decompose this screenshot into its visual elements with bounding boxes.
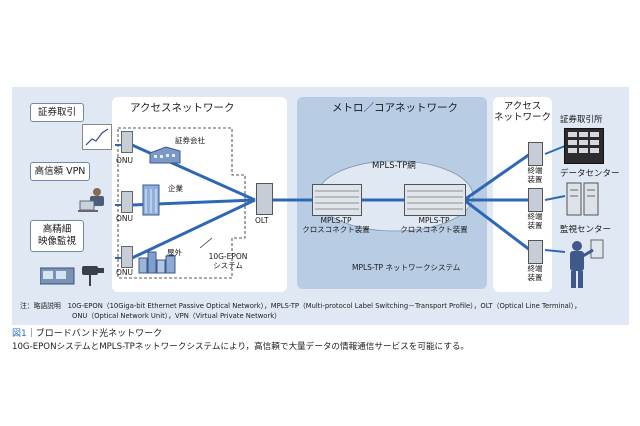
mpls-net-label: MPLS-TP網 (372, 161, 416, 171)
outdoor-label: 屋外 (167, 248, 182, 257)
mpls-xc2-line-1: MPLS-TP (418, 216, 450, 225)
datacenter-label: データセンター (560, 169, 620, 179)
terminal-label-1: 終端 装置 (524, 166, 546, 184)
service-securities-box: 証券取引 (30, 103, 84, 122)
mpls-xc1-line-2: クロスコネクト装置 (302, 225, 370, 234)
service-video-label-2: 映像監視 (37, 236, 76, 247)
right-access-title-2: ネットワーク (493, 112, 551, 123)
terminal-2-line-2: 装置 (527, 221, 543, 230)
server-rack-icon (566, 182, 600, 216)
terminal-device-3 (528, 240, 543, 264)
terminal-device-2 (528, 188, 543, 212)
terminal-label-2: 終端 装置 (524, 212, 546, 230)
metro-core-title: メトロ／コアネットワーク (332, 102, 458, 114)
mpls-xc2-line-2: クロスコネクト装置 (400, 225, 468, 234)
figure-title: ｜ブロードバンド光ネットワーク (26, 329, 163, 339)
surveillance-label: 監視センター (560, 225, 612, 235)
figure-caption: 図1｜ブロードバンド光ネットワーク (12, 328, 162, 340)
laptop-user-icon (78, 186, 108, 214)
service-vpn-box: 高信頼 VPN (30, 162, 90, 181)
mpls-xc-label-2: MPLS-TP クロスコネクト装置 (398, 216, 470, 234)
epon-label-1: 10G-EPON (208, 252, 248, 261)
surveillance-staff-icon (563, 238, 605, 290)
epon-label-2: システム (213, 261, 243, 270)
terminal-1-line-2: 装置 (527, 175, 543, 184)
service-video-label-1: 高精細 (42, 224, 72, 235)
mpls-xc-device-2 (404, 184, 466, 216)
service-vpn-label: 高信頼 VPN (34, 165, 86, 177)
onu-device-1 (121, 131, 133, 153)
onu-label-3: ONU (116, 268, 134, 277)
stock-board-icon (564, 128, 604, 164)
company-building-icon (141, 183, 161, 216)
olt-device (256, 183, 273, 215)
company-label: 企業 (168, 184, 183, 193)
mpls-xc-device-1 (312, 184, 362, 216)
mpls-xc-label-1: MPLS-TP クロスコネクト装置 (300, 216, 372, 234)
service-securities-label: 証券取引 (37, 106, 76, 118)
terminal-3-line-1: 終端 (527, 264, 543, 273)
abbreviation-note-line-1: 注：略語説明 10G-EPON（10Giga-bit Ethernet Pass… (20, 302, 581, 310)
olt-label: OLT (255, 216, 269, 225)
stock-chart-icon (82, 124, 112, 150)
figure-number: 図1 (12, 329, 27, 339)
service-video-box: 高精細 映像監視 (30, 220, 84, 252)
right-access-title-1: アクセス (503, 101, 542, 112)
access-network-title: アクセスネットワーク (130, 102, 235, 114)
mpls-xc1-line-1: MPLS-TP (320, 216, 352, 225)
onu-device-2 (121, 191, 133, 213)
outdoor-city-icon (137, 248, 177, 274)
terminal-1-line-1: 終端 (527, 166, 543, 175)
terminal-2-line-1: 終端 (527, 212, 543, 221)
terminal-label-3: 終端 装置 (524, 264, 546, 282)
exchange-label: 証券取引所 (560, 115, 603, 125)
right-access-title: アクセス ネットワーク (493, 101, 552, 123)
securities-building-icon (148, 143, 182, 165)
abbreviation-note-line-2: ONU（Optical Network Unit），VPN（Virtual Pr… (72, 312, 281, 320)
terminal-device-1 (528, 142, 543, 166)
video-camera-icon (39, 260, 110, 288)
mpls-system-label: MPLS-TP ネットワークシステム (352, 263, 461, 272)
figure-description: 10G-EPONシステムとMPLS-TPネットワークシステムにより，高信頼で大量… (12, 342, 470, 352)
epon-system-label: 10G-EPON システム (206, 252, 250, 270)
onu-label-2: ONU (116, 214, 134, 223)
onu-device-3 (121, 246, 133, 268)
securities-company-label: 証券会社 (175, 136, 205, 145)
terminal-3-line-2: 装置 (527, 273, 543, 282)
onu-label-1: ONU (116, 156, 134, 165)
